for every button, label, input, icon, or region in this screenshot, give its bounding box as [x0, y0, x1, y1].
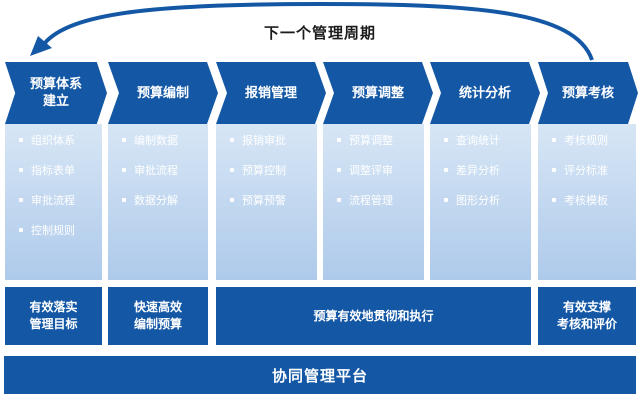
- bullet-icon: [122, 138, 126, 142]
- bullet-icon: [444, 198, 448, 202]
- list-item: 查询统计: [430, 128, 531, 152]
- item-label: 考核规则: [564, 134, 608, 147]
- item-label: 预算控制: [242, 164, 286, 177]
- stage-body-5: 查询统计 差异分析 图形分析: [430, 124, 531, 280]
- item-label: 组织体系: [31, 134, 75, 147]
- bullet-icon: [337, 168, 341, 172]
- item-label: 查询统计: [456, 134, 500, 147]
- stage-header-3: 报销管理: [216, 62, 326, 124]
- stage-header-6: 预算考核: [538, 62, 638, 124]
- list-item: 报销审批: [216, 128, 317, 152]
- item-label: 审批流程: [31, 194, 75, 207]
- stage-body-4: 预算调整 调整评审 流程管理: [323, 124, 424, 280]
- item-label: 流程管理: [349, 194, 393, 207]
- bullet-icon: [230, 138, 234, 142]
- stage-title: 统计分析: [458, 85, 511, 101]
- list-item: 控制规则: [5, 218, 102, 242]
- stage-header-4: 预算调整: [323, 62, 433, 124]
- list-item: 数据分解: [108, 188, 208, 212]
- item-label: 差异分析: [456, 164, 500, 177]
- item-label: 预算调整: [349, 134, 393, 147]
- platform-bar: 协同管理平台: [4, 356, 636, 394]
- stage-header-5: 统计分析: [430, 62, 540, 124]
- stage-body-6: 考核规则 评分标准 考核模板: [538, 124, 636, 280]
- stage-title: 报销管理: [244, 85, 297, 101]
- list-item: 审批流程: [108, 158, 208, 182]
- list-item: 编制数据: [108, 128, 208, 152]
- stage-title: 预算体系 建立: [29, 77, 82, 109]
- bullet-icon: [230, 168, 234, 172]
- bullet-icon: [337, 198, 341, 202]
- stage-title: 预算调整: [351, 85, 404, 101]
- bullet-icon: [552, 138, 556, 142]
- stage-body-3: 报销审批 预算控制 预算预警: [216, 124, 317, 280]
- cycle-arrow-head: [30, 36, 52, 56]
- goal-box-1: 有效落实 管理目标: [5, 287, 102, 345]
- goal-box-3: 预算有效地贯彻和执行: [216, 287, 531, 345]
- item-label: 预算预警: [242, 194, 286, 207]
- item-label: 图形分析: [456, 194, 500, 207]
- list-item: 评分标准: [538, 158, 636, 182]
- item-label: 考核模板: [564, 194, 608, 207]
- list-item: 图形分析: [430, 188, 531, 212]
- item-label: 编制数据: [134, 134, 178, 147]
- stage-body-2: 编制数据 审批流程 数据分解: [108, 124, 208, 280]
- stage-title: 预算编制: [136, 85, 189, 101]
- list-item: 组织体系: [5, 128, 102, 152]
- bullet-icon: [122, 168, 126, 172]
- bullet-icon: [444, 138, 448, 142]
- item-label: 调整评审: [349, 164, 393, 177]
- goal-text: 预算有效地贯彻和执行: [313, 308, 434, 323]
- stage-title: 预算考核: [561, 85, 614, 101]
- item-label: 指标表单: [31, 164, 75, 177]
- item-label: 报销审批: [242, 134, 286, 147]
- bullet-icon: [230, 198, 234, 202]
- cycle-label: 下一个管理周期: [263, 24, 376, 42]
- bullet-icon: [19, 198, 23, 202]
- stage-header-2: 预算编制: [108, 62, 218, 124]
- bullet-icon: [444, 168, 448, 172]
- list-item: 预算控制: [216, 158, 317, 182]
- goal-text: 有效落实 管理目标: [29, 300, 78, 331]
- stage-header-1: 预算体系 建立: [5, 62, 107, 124]
- list-item: 预算预警: [216, 188, 317, 212]
- goal-box-2: 快速高效 编制预算: [108, 287, 208, 345]
- bullet-icon: [19, 168, 23, 172]
- goal-box-4: 有效支撑 考核和评价: [538, 287, 636, 345]
- item-label: 数据分解: [134, 194, 178, 207]
- item-label: 评分标准: [564, 164, 608, 177]
- cycle-arrow-line: [42, 1, 594, 61]
- list-item: 考核模板: [538, 188, 636, 212]
- list-item: 审批流程: [5, 188, 102, 212]
- bullet-icon: [337, 138, 341, 142]
- bullet-icon: [552, 198, 556, 202]
- item-label: 控制规则: [31, 224, 75, 237]
- goal-text: 有效支撑 考核和评价: [556, 300, 617, 331]
- list-item: 考核规则: [538, 128, 636, 152]
- list-item: 调整评审: [323, 158, 424, 182]
- list-item: 差异分析: [430, 158, 531, 182]
- list-item: 流程管理: [323, 188, 424, 212]
- list-item: 指标表单: [5, 158, 102, 182]
- bullet-icon: [122, 198, 126, 202]
- cycle-arrow: [30, 1, 594, 61]
- bullet-icon: [552, 168, 556, 172]
- item-label: 审批流程: [134, 164, 178, 177]
- stage-body-1: 组织体系 指标表单 审批流程 控制规则: [5, 124, 102, 280]
- bullet-icon: [19, 138, 23, 142]
- bullet-icon: [19, 228, 23, 232]
- goal-text: 快速高效 编制预算: [133, 300, 182, 331]
- list-item: 预算调整: [323, 128, 424, 152]
